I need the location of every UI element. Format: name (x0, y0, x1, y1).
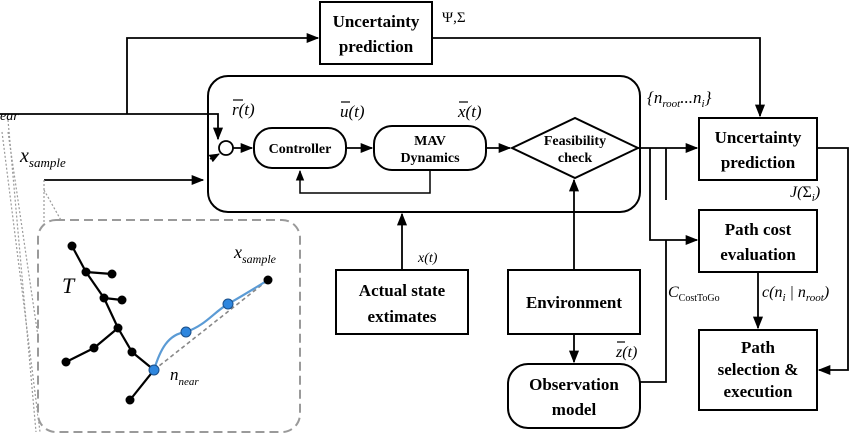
mav-dynamics-block: MAV Dynamics (373, 125, 487, 171)
inset-x-sample-label: xsample (233, 242, 277, 266)
environment-label: Environment (526, 293, 622, 312)
actual-state-estimates-block: Actual state extimates (335, 269, 469, 335)
x-t-label: x(t) (457, 102, 482, 121)
path-cost-line1: Path cost (725, 220, 792, 239)
uncertainty-prediction-right-block: Uncertainty prediction (698, 117, 818, 181)
controller-loop-container (207, 75, 641, 213)
tree-t-label: T (62, 273, 76, 298)
mav-line1: MAV (414, 134, 446, 149)
observation-line2: model (552, 400, 597, 419)
uncertainty-right-line2: prediction (721, 153, 796, 172)
path-selection-execution-block: Path selection & execution (698, 329, 818, 411)
mav-line2: Dynamics (400, 151, 460, 166)
uncertainty-right-line1: Uncertainty (715, 128, 802, 147)
u-t-label: u(t) (340, 102, 365, 121)
feasibility-line1: Feasibility (544, 134, 606, 149)
feasibility-check-diamond: Feasibility check (509, 116, 641, 180)
observation-model-block: Observation model (507, 363, 641, 429)
n-near-cut-label: ear (0, 109, 19, 124)
r-t-label: r(t) (232, 100, 255, 119)
path-selection-line3: execution (724, 382, 793, 401)
x-sample-left-label: xsample (19, 145, 66, 170)
node-set-label: {nroot...ni} (647, 88, 712, 110)
inset-n-near-label: nnear (170, 365, 199, 388)
path-cost-evaluation-block: Path cost evaluation (698, 209, 818, 273)
controller-label: Controller (269, 142, 332, 157)
psi-sigma-label: Ψ,Σ (442, 10, 466, 26)
environment-block: Environment (507, 269, 641, 335)
path-selection-line2: selection & (718, 360, 799, 379)
actual-state-line1: Actual state (359, 281, 446, 300)
controller-block: Controller (253, 127, 347, 169)
c-costtogo-label: CCostToGo (668, 284, 720, 304)
uncertainty-top-line2: prediction (339, 37, 414, 56)
path-selection-line1: Path (741, 338, 776, 357)
uncertainty-prediction-top-block: Uncertainty prediction (319, 1, 433, 65)
path-cost-line2: evaluation (720, 245, 796, 264)
observation-line1: Observation (529, 375, 619, 394)
actual-state-line2: extimates (368, 307, 437, 326)
feasibility-line2: check (558, 151, 592, 166)
z-t-label: z(t) (615, 344, 637, 361)
uncertainty-top-line1: Uncertainty (333, 12, 420, 31)
summing-junction (218, 140, 234, 156)
x-t-small-label: x(t) (417, 251, 438, 266)
cost-n-label: c(ni | nroot) (762, 284, 829, 304)
j-sigma-label: J(Σi) (790, 184, 820, 204)
rrt-tree-inset: T (37, 219, 301, 433)
